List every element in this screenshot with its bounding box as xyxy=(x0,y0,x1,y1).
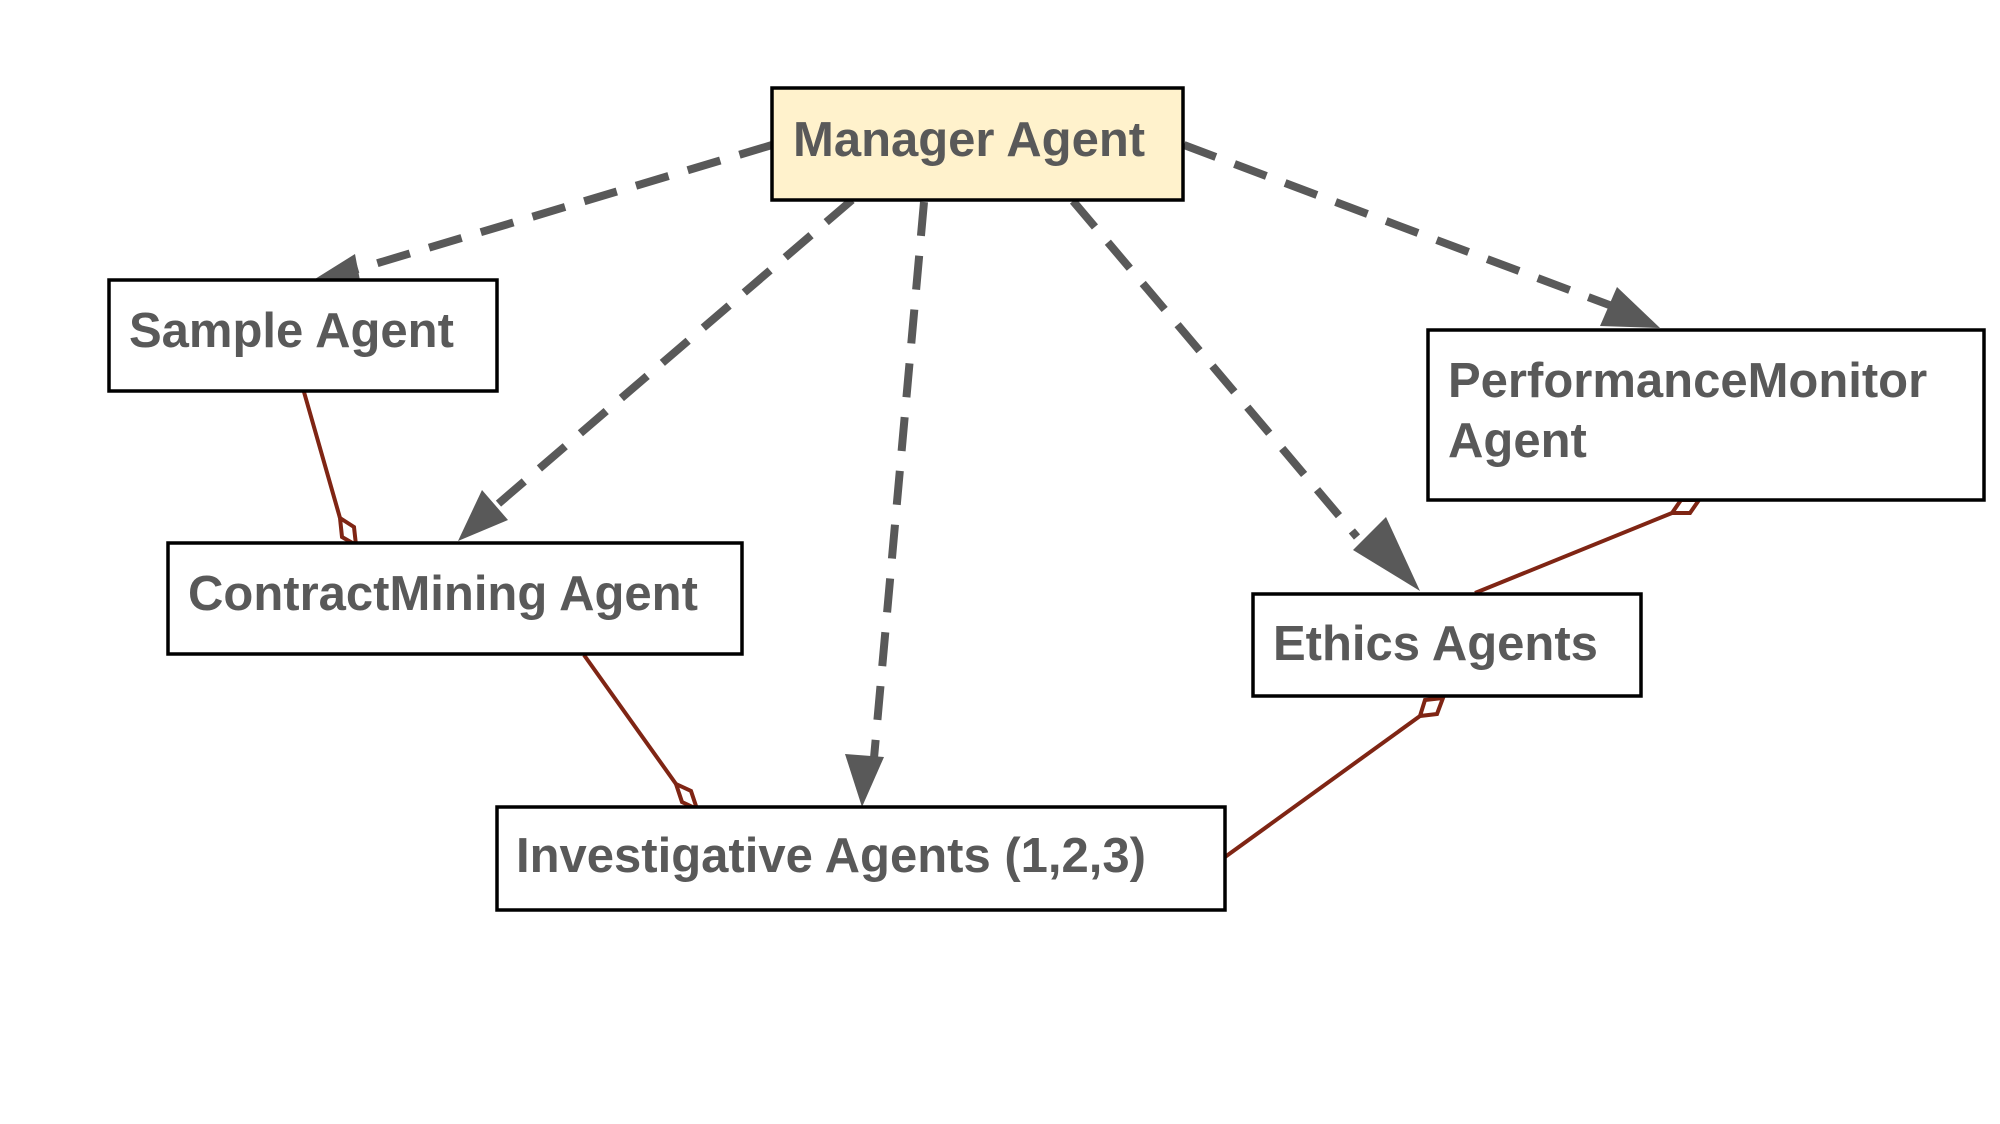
edge-manager-to-investigative xyxy=(870,201,928,759)
arrowhead-investigative xyxy=(845,754,884,807)
performancemonitor-agent-label-line2: Agent xyxy=(1448,414,1587,468)
node-performancemonitor-agent[interactable]: PerformanceMonitor Agent xyxy=(1426,328,1986,502)
edge-investigative-ethics xyxy=(1223,714,1422,859)
edge-manager-to-ethics xyxy=(1069,198,1361,540)
edge-sample-contractmining xyxy=(302,391,342,519)
ethics-agents-box xyxy=(1251,592,1643,698)
investigative-agents-label: Investigative Agents (1,2,3) xyxy=(516,829,1146,883)
diamond-sample-contractmining xyxy=(337,514,359,549)
contractmining-agent-box xyxy=(166,541,744,656)
node-manager-agent[interactable]: Manager Agent xyxy=(770,86,1185,202)
diamond-ethics-performancemonitor xyxy=(1668,498,1703,515)
manager-agent-box xyxy=(770,86,1185,202)
arrowhead-contractmining xyxy=(458,490,508,541)
arrowhead-ethics xyxy=(1353,517,1420,591)
node-investigative-agents[interactable]: Investigative Agents (1,2,3) xyxy=(495,805,1227,912)
diamond-investigative-ethics xyxy=(1417,695,1447,719)
performancemonitor-agent-box xyxy=(1426,328,1986,502)
node-ethics-agents[interactable]: Ethics Agents xyxy=(1251,592,1643,698)
performancemonitor-agent-label-line1: PerformanceMonitor xyxy=(1448,354,1927,408)
ethics-agents-label: Ethics Agents xyxy=(1273,617,1598,671)
edge-ethics-performancemonitor xyxy=(1474,511,1673,595)
edge-manager-to-contractmining xyxy=(495,196,855,508)
edge-contractmining-investigative xyxy=(582,653,678,786)
sample-agent-box xyxy=(107,278,499,393)
node-contractmining-agent[interactable]: ContractMining Agent xyxy=(166,541,744,656)
arrowhead-performancemonitor xyxy=(1600,287,1660,328)
edge-manager-to-performancemonitor xyxy=(1182,141,1614,310)
dependency-edges xyxy=(307,141,1660,807)
sample-agent-label: Sample Agent xyxy=(129,304,454,358)
manager-agent-label: Manager Agent xyxy=(793,113,1145,167)
investigative-agents-box xyxy=(495,805,1227,912)
edge-manager-to-sample xyxy=(346,141,774,276)
contractmining-agent-label: ContractMining Agent xyxy=(188,567,698,621)
node-sample-agent[interactable]: Sample Agent xyxy=(107,278,499,393)
association-edges xyxy=(302,391,1703,859)
